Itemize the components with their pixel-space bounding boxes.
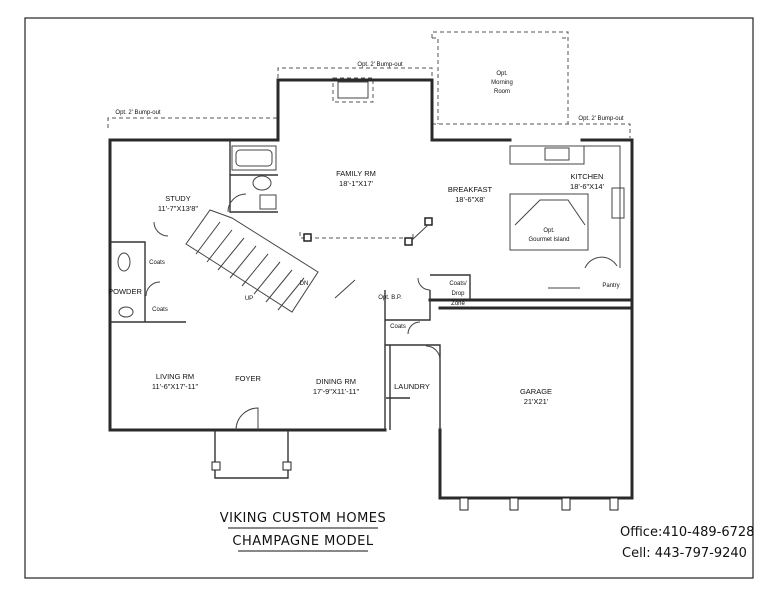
label-breakfast: BREAKFAST: [448, 185, 493, 194]
label-laundry: LAUNDRY: [394, 382, 430, 391]
label-stair-dn: DN: [300, 281, 309, 287]
label-breakfast-dim: 18'-6"X8': [455, 195, 485, 204]
label-powder: POWDER: [108, 287, 142, 296]
optional-bumpouts: [107, 31, 631, 239]
label-opt-bp: Opt. B.P.: [378, 295, 402, 301]
cell-phone: Cell: 443-797-9240: [622, 546, 747, 561]
kitchen-fixtures: [509, 145, 625, 289]
label-stair-up: UP: [245, 296, 253, 302]
company-name: VIKING CUSTOM HOMES: [220, 511, 387, 526]
label-garage-dim: 21'X21': [524, 397, 549, 406]
label-study-dim: 11'-7"X13'8": [158, 204, 198, 213]
label-family-rm: FAMILY RM: [336, 169, 376, 178]
label-coats-drop-zone: Coats/: [449, 281, 467, 287]
bumpout-labels: Opt. 2' Bump-out Opt. 2' Bump-out Opt. 2…: [115, 62, 624, 122]
model-name: CHAMPAGNE MODEL: [232, 534, 373, 549]
label-morning-room: Opt.: [496, 71, 508, 77]
front-porch: [211, 430, 292, 479]
doors: [145, 193, 441, 431]
label-bumpout-top: Opt. 2' Bump-out: [357, 62, 403, 68]
label-gourmet-island: Opt.: [543, 228, 555, 234]
walls: [108, 78, 634, 500]
label-coats-study: Coats: [149, 260, 165, 266]
label-coats-drop-zone-2: Drop: [451, 291, 465, 297]
label-coats-hall: Coats: [390, 324, 406, 330]
staircase: [185, 209, 356, 313]
label-family-rm-dim: 18'-1"X17': [339, 179, 373, 188]
label-coats-drop-zone-3: Zone: [451, 301, 465, 307]
label-bumpout-right: Opt. 2' Bump-out: [578, 116, 624, 122]
label-coats-powder: Coats: [152, 307, 168, 313]
columns: [303, 217, 433, 246]
label-foyer: FOYER: [235, 374, 261, 383]
label-kitchen: KITCHEN: [571, 172, 604, 181]
bath-fixtures: [117, 145, 277, 318]
label-living-rm: LIVING RM: [156, 372, 194, 381]
title-block: VIKING CUSTOM HOMES CHAMPAGNE MODEL: [220, 511, 387, 552]
label-study: STUDY: [165, 194, 190, 203]
office-phone: Office:410-489-6728: [620, 525, 754, 540]
label-dining-rm: DINING RM: [316, 377, 356, 386]
label-morning-room-2: Morning: [491, 80, 513, 86]
label-garage: GARAGE: [520, 387, 552, 396]
label-dining-rm-dim: 17'-9"X11'-11": [313, 387, 360, 396]
label-living-rm-dim: 11'-6"X17'-11": [152, 382, 199, 391]
contact-info: Office:410-489-6728 Cell: 443-797-9240: [620, 525, 754, 561]
label-morning-room-3: Room: [494, 89, 510, 95]
sheet-border: [24, 17, 754, 579]
label-kitchen-dim: 18'-6"X14': [570, 182, 604, 191]
label-pantry: Pantry: [602, 283, 619, 289]
room-labels: Opt. Morning Room FAMILY RM 18'-1"X17' B…: [108, 71, 620, 406]
garage-door-posts: [459, 497, 619, 511]
label-gourmet-island-2: Gourmet Island: [528, 237, 569, 243]
label-bumpout-left: Opt. 2' Bump-out: [115, 110, 161, 116]
